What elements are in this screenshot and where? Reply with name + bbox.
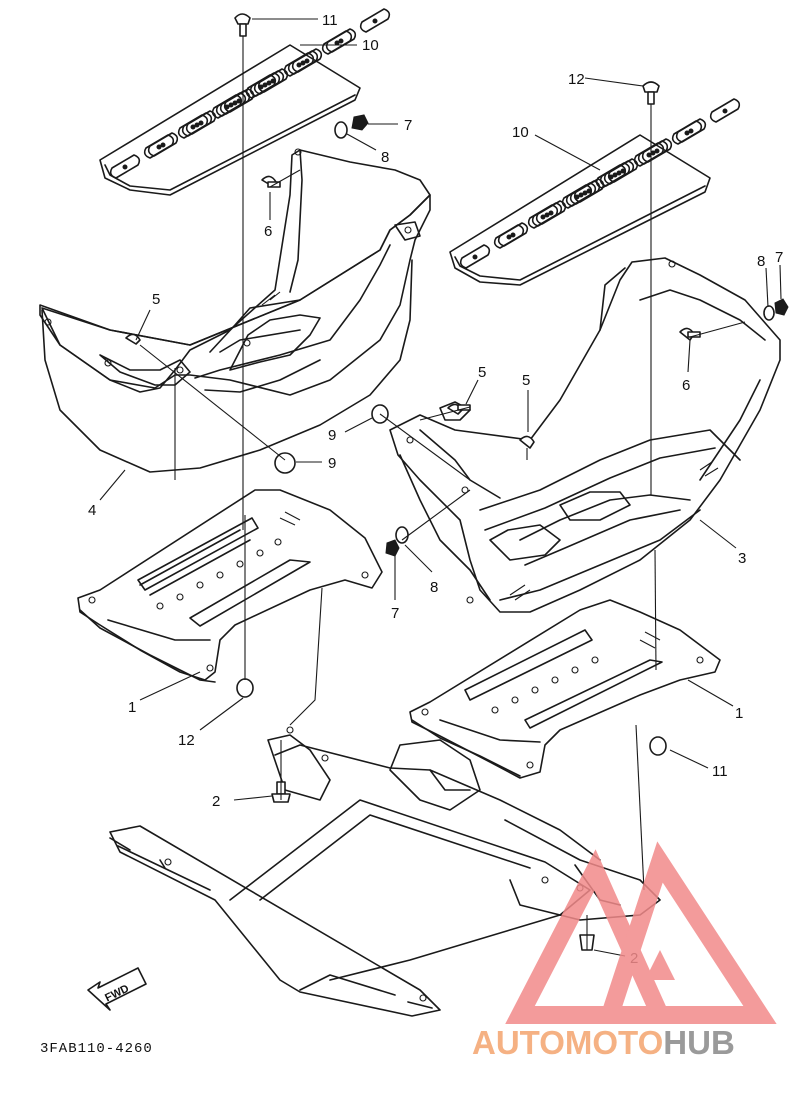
callout-5-left: 5	[152, 291, 160, 308]
mat-tread-pocket	[573, 178, 605, 203]
mat-tread-pocket	[325, 28, 357, 53]
callout-10-right: 10	[512, 124, 529, 141]
callout-9-center: 9	[328, 427, 336, 444]
mat-tread-pocket	[459, 244, 491, 269]
mat-tread-dot	[198, 120, 204, 126]
right-footrest-tray	[389, 257, 781, 613]
callout-7-top-left: 7	[404, 117, 412, 134]
mat-tread-pocket	[185, 110, 217, 135]
mat-tread-dot	[228, 102, 234, 108]
mat-tread-dot	[372, 18, 378, 24]
mat-tread-dot	[300, 60, 306, 66]
callout-11-left: 11	[322, 12, 338, 29]
mat-tread-dot	[654, 148, 660, 154]
left-guard-plate	[77, 489, 383, 683]
callout-7-right: 7	[775, 249, 783, 266]
mat-tread-dot	[236, 98, 242, 104]
watermark-text: AUTOMOTOHUB	[472, 1024, 735, 1061]
mat-tread-pocket	[291, 48, 323, 73]
mat-tread-dot	[684, 130, 690, 136]
callout-8-center: 8	[430, 579, 438, 596]
mat-tread-pocket	[641, 138, 673, 163]
callout-8-top-left: 8	[381, 149, 389, 166]
callout-1-right: 1	[735, 705, 743, 722]
forward-direction-arrow: FWD	[87, 967, 147, 1011]
callout-5-center: 5	[478, 364, 486, 381]
mat-tread-pocket	[109, 154, 141, 179]
frame	[109, 726, 661, 1017]
callout-12-right: 11	[712, 763, 728, 780]
mat-tread-dot	[650, 150, 656, 156]
mat-tread-dot	[548, 210, 554, 216]
mat-tread-dot	[688, 128, 694, 134]
mat-tread-dot	[270, 78, 276, 84]
mat-tread-dot	[160, 142, 166, 148]
callout-4: 4	[88, 502, 96, 519]
mat-tread-pocket	[223, 88, 255, 113]
mat-tread-dot	[612, 172, 618, 178]
mat-tread-dot	[232, 100, 238, 106]
mat-tread-pocket	[147, 132, 179, 157]
left-footrest-mat	[99, 44, 361, 196]
callout-1-left: 1	[128, 699, 136, 716]
callout-2-left: 2	[212, 793, 220, 810]
mat-tread-dot	[582, 190, 588, 196]
callout-6-right: 6	[682, 377, 690, 394]
mat-tread-dot	[646, 152, 652, 158]
mat-tread-pocket	[257, 68, 289, 93]
callout-9-left-lower: 9	[328, 455, 336, 472]
mat-tread-dot	[266, 80, 272, 86]
callout-leaders	[99, 18, 782, 957]
mat-tread-pocket	[497, 222, 529, 247]
right-mat-treads	[459, 98, 741, 269]
mat-tread-dot	[510, 232, 516, 238]
right-guard-plate	[409, 599, 721, 779]
callout-12-left: 12	[178, 732, 195, 749]
watermark-text-part2: HUB	[663, 1024, 735, 1061]
mat-tread-dot	[156, 144, 162, 150]
watermark-logo-triangle	[505, 841, 777, 1024]
mat-tread-dot	[262, 82, 268, 88]
watermark-text-part1: AUTOMOTO	[472, 1024, 663, 1061]
assembly-lines	[139, 36, 746, 950]
mat-tread-dot	[194, 122, 200, 128]
mat-tread-dot	[578, 192, 584, 198]
callout-7-center: 7	[391, 605, 399, 622]
mat-tread-dot	[620, 168, 626, 174]
mat-tread-dot	[122, 164, 128, 170]
mat-tread-dot	[586, 188, 592, 194]
callout-labels: 11 10 7 8 6 5 4 9 9 12 10 8 7 6 5 5 7 8 …	[88, 12, 783, 967]
callout-10-left: 10	[362, 37, 379, 54]
mat-tread-dot	[338, 38, 344, 44]
mat-tread-pocket	[607, 158, 639, 183]
mat-tread-dot	[616, 170, 622, 176]
mat-tread-dot	[334, 40, 340, 46]
mat-tread-dot	[472, 254, 478, 260]
left-footrest-tray	[39, 148, 431, 473]
callout-11-right: 12	[568, 71, 585, 88]
mat-tread-dot	[190, 124, 196, 130]
logo-triangle-inner	[645, 950, 675, 980]
mat-tread-dot	[506, 234, 512, 240]
callout-8-right: 8	[757, 253, 765, 270]
mat-tread-dot	[296, 62, 302, 68]
mat-tread-dot	[544, 212, 550, 218]
mat-tread-pocket	[359, 8, 391, 33]
mat-tread-dot	[540, 214, 546, 220]
fasteners	[125, 13, 789, 951]
mat-tread-dot	[304, 58, 310, 64]
drawing-code: 3FAB110-4260	[40, 1041, 153, 1057]
mat-tread-pocket	[675, 118, 707, 143]
logo-triangle-right	[597, 841, 777, 1024]
right-footrest-mat	[449, 134, 711, 286]
mat-tread-pocket	[709, 98, 741, 123]
mat-tread-dot	[722, 108, 728, 114]
callout-3: 3	[738, 550, 746, 567]
left-mat-treads	[109, 8, 391, 179]
callout-6-left: 6	[264, 223, 272, 240]
mat-tread-pocket	[535, 200, 567, 225]
callout-5-right: 5	[522, 372, 530, 389]
